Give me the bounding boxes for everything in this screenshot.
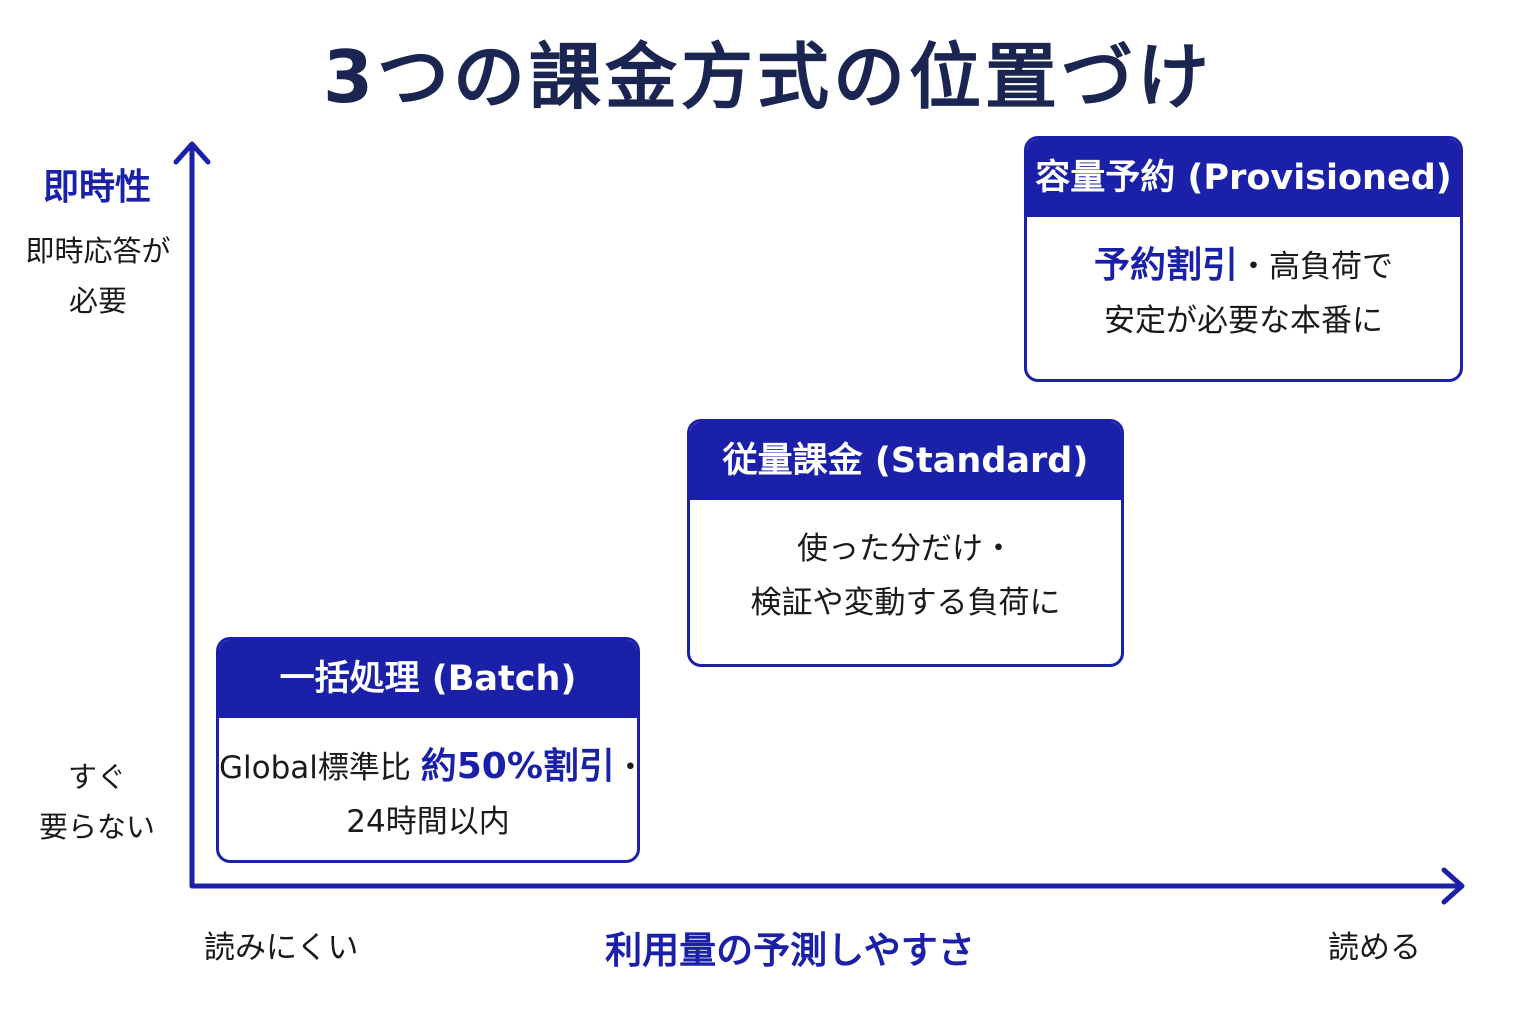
y-axis-top-text: 即時応答が 必要 bbox=[18, 226, 178, 326]
batch-box-discount: 約50%割引 bbox=[420, 746, 615, 787]
standard-box-body: 使った分だけ・ 検証や変動する負荷に bbox=[690, 500, 1121, 630]
provisioned-box-line2: 安定が必要な本番に bbox=[1104, 303, 1383, 339]
batch-box-header: 一括処理 (Batch) bbox=[219, 640, 637, 718]
y-axis-arrowhead bbox=[173, 141, 211, 165]
standard-box-line1: 使った分だけ・ bbox=[797, 531, 1014, 567]
batch-box-body: Global標準比 約50%割引・ 24時間以内 bbox=[219, 718, 637, 849]
standard-box-header: 従量課金 (Standard) bbox=[690, 422, 1121, 500]
provisioned-box-line1: 予約割引・高負荷で bbox=[1027, 239, 1460, 294]
x-axis-label: 利用量の予測しやすさ bbox=[605, 929, 975, 972]
provisioned-box-discount: 予約割引 bbox=[1093, 245, 1238, 286]
standard-box-line2: 検証や変動する負荷に bbox=[750, 585, 1061, 621]
page-title: 3つの課金方式の位置づけ bbox=[322, 35, 1214, 119]
provisioned-box-line1-post: ・高負荷で bbox=[1238, 249, 1393, 285]
batch-box-line1-pre: Global標準比 bbox=[219, 750, 421, 786]
provisioned-box-body: 予約割引・高負荷で 安定が必要な本番に bbox=[1027, 217, 1460, 348]
x-axis-left-text: 読みにくい bbox=[204, 930, 359, 966]
x-axis-arrowhead bbox=[1441, 867, 1465, 905]
provisioned-box-header: 容量予約 (Provisioned) bbox=[1027, 139, 1460, 217]
standard-box: 従量課金 (Standard) 使った分だけ・ 検証や変動する負荷に bbox=[687, 419, 1124, 667]
y-axis-bottom-line2: 要らない bbox=[38, 810, 155, 844]
x-axis-right-text: 読める bbox=[1328, 930, 1421, 966]
provisioned-box: 容量予約 (Provisioned) 予約割引・高負荷で 安定が必要な本番に bbox=[1024, 136, 1463, 382]
batch-box-line2: 24時間以内 bbox=[346, 804, 510, 840]
y-axis-top-line1: 即時応答が bbox=[25, 234, 171, 268]
y-axis-label: 即時性 bbox=[42, 167, 151, 208]
y-axis-bottom-line1: すぐ bbox=[67, 760, 126, 794]
batch-box-line1: Global標準比 約50%割引・ bbox=[219, 740, 637, 795]
y-axis-top-line2: 必要 bbox=[68, 284, 127, 318]
y-axis-bottom-text: すぐ 要らない bbox=[22, 752, 172, 852]
batch-box-line1-post: ・ bbox=[615, 750, 637, 786]
batch-box: 一括処理 (Batch) Global標準比 約50%割引・ 24時間以内 bbox=[216, 637, 640, 863]
